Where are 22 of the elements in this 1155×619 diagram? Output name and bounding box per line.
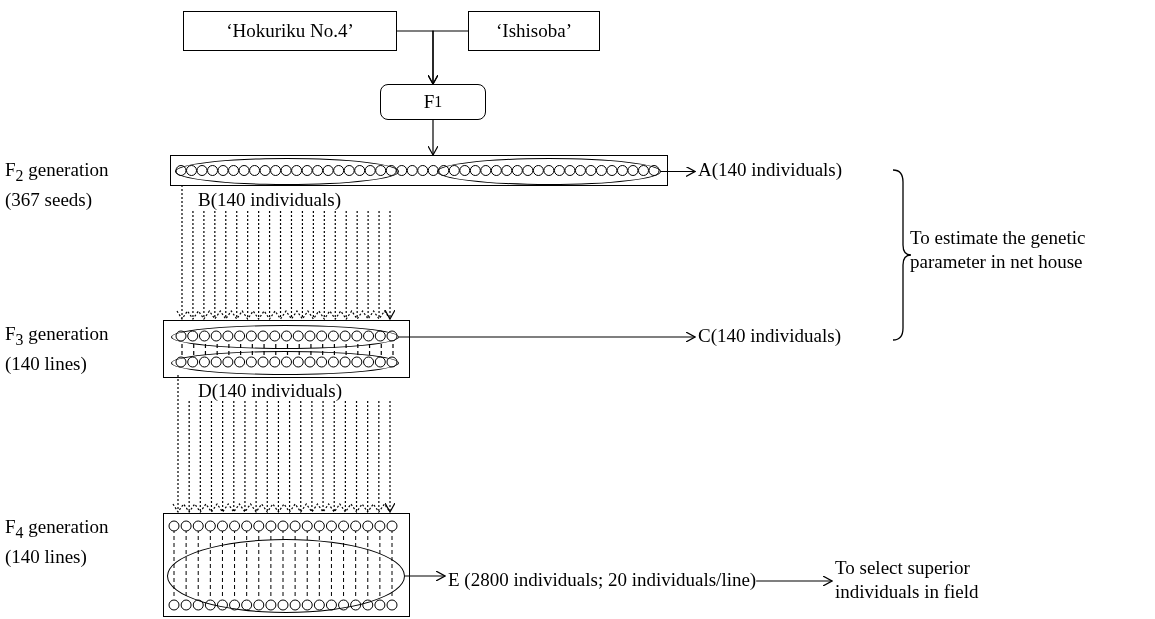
group-label: C(140 individuals): [698, 324, 842, 350]
arrow: [660, 165, 696, 178]
arrow: [427, 119, 439, 156]
generation-label: F$_{3}$ generation (140 lines): [5, 322, 110, 376]
arrow: [755, 575, 833, 587]
generation-label: F$_{4}$ generation (140 lines): [5, 515, 110, 569]
purpose-note: To estimate the genetic parameter in net house: [910, 226, 1087, 274]
group-label: D(140 individuals): [198, 379, 343, 403]
arrow: [427, 30, 469, 85]
variety-box: ‘Ishisoba’: [468, 11, 600, 51]
arrow: [398, 331, 696, 343]
arrow: [172, 374, 396, 514]
purpose-text: To select superior individuals in field: [835, 556, 1055, 608]
seed-row-box: [170, 155, 668, 186]
arrow: [404, 570, 446, 582]
arrow: [176, 184, 396, 321]
generation-label: F$_{2}$ generation (367 seeds): [5, 158, 110, 212]
dashed-line: [181, 343, 394, 356]
group-label: E (2800 individuals; 20 individuals/line): [448, 568, 757, 594]
variety-box: ‘Hokuriku No.4’: [183, 11, 397, 51]
group-label: B(140 individuals): [198, 188, 342, 212]
group-label: A(140 individuals): [698, 158, 843, 184]
